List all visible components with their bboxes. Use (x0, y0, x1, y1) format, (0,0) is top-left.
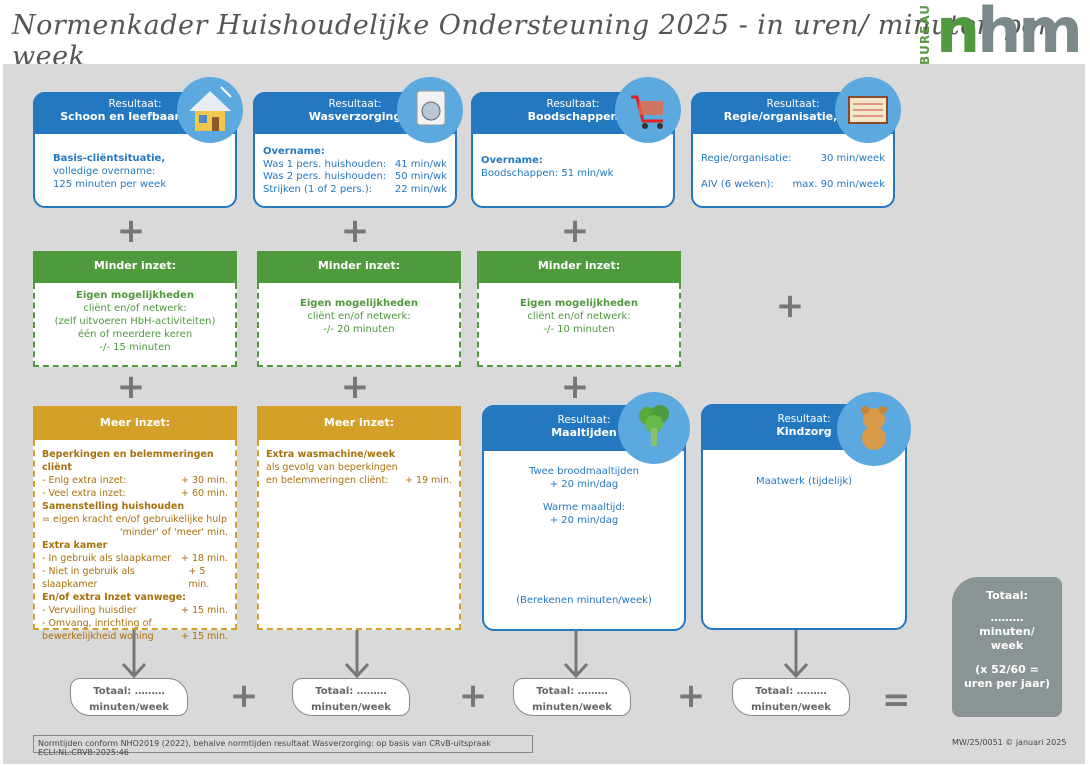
plus-sign: + (775, 286, 805, 326)
subtotal-box: Totaal: ………minuten/week (732, 678, 850, 716)
meer-inzet-line: Samenstelling huishouden (42, 501, 185, 512)
plus-sign: + (560, 211, 590, 251)
card-schoon: Resultaat:Schoon en leefbaar huis Basis-… (33, 77, 243, 208)
meer-inzet-line: Extra kamer (42, 540, 108, 551)
plus-sign: + (340, 367, 370, 407)
meer-inzet-line: - In gebruik als slaapkamer+ 18 min. (42, 553, 228, 564)
subtotal-box: Totaal: ………minuten/week (513, 678, 631, 716)
document-code: MW/25/0051 © januari 2025 (952, 738, 1067, 747)
meer-inzet-line: En/of extra Inzet vanwege: (42, 592, 186, 603)
teddy-bear-icon (837, 392, 911, 466)
plus-sign: + (340, 211, 370, 251)
meer-inzet-line: - Vervuiling huisdier+ 15 min. (42, 605, 228, 616)
meer-inzet-line: - Veel extra inzet:+ 60 min. (42, 488, 228, 499)
meer-inzet-line: - Niet in gebruik als slaapkamer+ 5 min. (42, 566, 210, 590)
plus-sign: + (676, 676, 706, 716)
down-arrow-icon (783, 630, 809, 679)
subtotal-box: Totaal: ………minuten/week (70, 678, 188, 716)
plus-sign: + (229, 676, 259, 716)
washing-machine-icon (397, 77, 463, 143)
plus-sign: + (458, 676, 488, 716)
card-maaltijden: Resultaat:Maaltijden Twee broodmaaltijde… (482, 392, 690, 631)
house-icon (177, 77, 243, 143)
shopping-cart-icon (615, 77, 681, 143)
meer-inzet-line: Extra wasmachine/week (266, 449, 396, 460)
card-regie: Resultaat:Regie/organisatie, AIV Regie/o… (691, 77, 901, 208)
plus-sign: + (116, 211, 146, 251)
meer-inzet-line: als gevolg van beperkingen (266, 462, 398, 473)
down-arrow-icon (121, 630, 147, 679)
card-wasverzorging: Resultaat:Wasverzorging Overname: Was 1 … (253, 77, 463, 208)
card-boodschappen: Resultaat:Boodschappen Overname: Boodsch… (471, 77, 681, 208)
page-title: Normenkader Huishoudelijke Ondersteuning… (12, 10, 1052, 72)
broccoli-icon (618, 392, 690, 464)
plus-sign: + (560, 367, 590, 407)
footnote: Normtijden conform NHO2019 (2022), behal… (33, 735, 533, 757)
meer-inzet-line: = eigen kracht en/of gebruikelijke hulp (42, 514, 227, 525)
subtotal-box: Totaal: ………minuten/week (292, 678, 410, 716)
meer-inzet-line: bewerkelijkheid woning+ 15 min. (42, 631, 228, 642)
card-kindzorg: Resultaat:Kindzorg Maatwerk (tijdelijk) (701, 392, 911, 630)
meer-inzet-line: 'minder' of 'meer' min. (119, 527, 228, 538)
meer-inzet-box-1: Meer inzet: Beperkingen en belemmeringen… (33, 406, 237, 642)
bureau-nhm-logo: BUREAU nhm (918, 0, 1083, 67)
meer-inzet-line: - Omvang, inrichting of (42, 618, 152, 629)
meer-inzet-line: - Enig extra inzet:+ 30 min. (42, 475, 228, 486)
meer-inzet-line: Beperkingen en belemmeringen cliënt (42, 449, 214, 473)
grand-total-box: Totaal: ……… minuten/ week (x 52/60 = ure… (952, 577, 1062, 717)
planning-board-icon (835, 77, 901, 143)
equals-sign: = (882, 680, 911, 720)
down-arrow-icon (563, 630, 589, 679)
plus-sign: + (116, 367, 146, 407)
down-arrow-icon (344, 630, 370, 679)
meer-inzet-line: en belemmeringen cliënt:+ 19 min. (266, 475, 452, 486)
